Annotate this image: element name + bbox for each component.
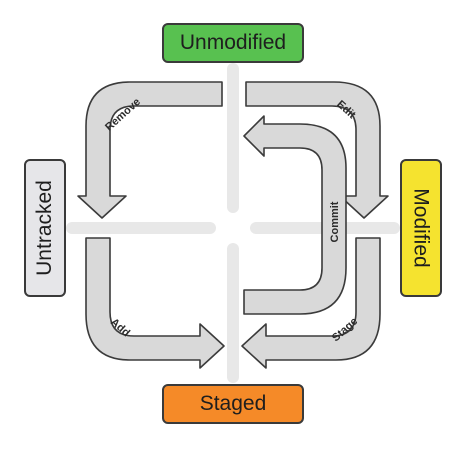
cross-vertical-top — [227, 63, 239, 213]
commit-label: Commit — [329, 201, 341, 242]
staged-state-label: Staged — [199, 392, 267, 415]
commit-arrow — [243, 115, 347, 315]
modified-state-box: Modified — [400, 159, 442, 297]
remove-arrow — [77, 81, 223, 219]
unmodified-state-label: Unmodified — [179, 31, 287, 54]
untracked-state-label: Untracked — [33, 180, 56, 276]
modified-state-label: Modified — [410, 188, 434, 268]
stage-arrow — [241, 237, 381, 369]
unmodified-state-box: Unmodified — [162, 23, 304, 63]
staged-state-box: Staged — [162, 384, 304, 424]
edit-arrow — [245, 81, 389, 219]
cross-horizontal-left — [66, 222, 216, 234]
untracked-state-box: Untracked — [24, 159, 66, 297]
cross-vertical-bottom — [227, 243, 239, 383]
add-arrow — [85, 237, 225, 369]
